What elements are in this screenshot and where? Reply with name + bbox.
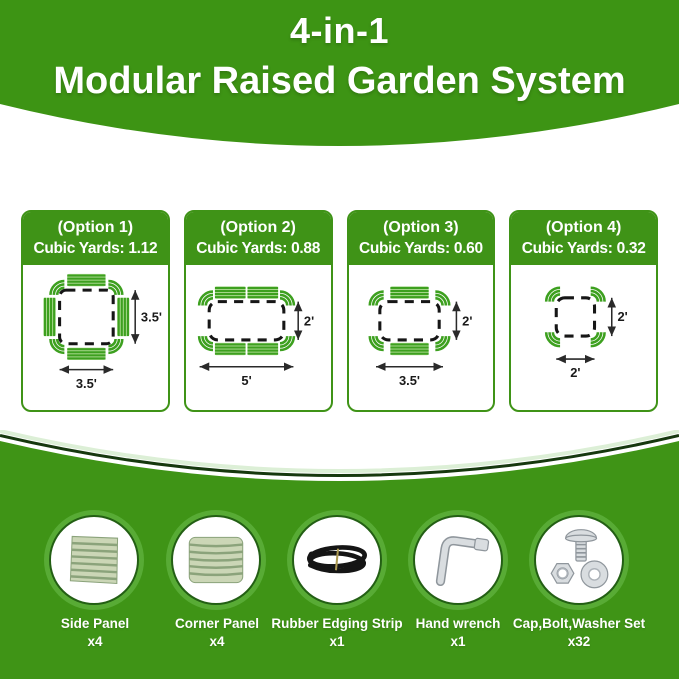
part-circle xyxy=(292,515,382,605)
part-circle xyxy=(534,515,624,605)
height-label: 2' xyxy=(617,308,627,323)
part-name: Cap,Bolt,Washer Set xyxy=(512,616,646,631)
parts-section: Side Panel x4 Corner Panel x4 xyxy=(0,430,679,679)
width-label: 5' xyxy=(242,372,252,387)
part-qty: x1 xyxy=(450,634,466,649)
option-cubic-yards: Cubic Yards: 1.12 xyxy=(33,240,158,257)
part-item: Cap,Bolt,Washer Set x32 xyxy=(507,615,651,651)
side-panels xyxy=(390,285,429,355)
corner-panel-icon xyxy=(188,536,244,584)
cap-bolt-washer-icon xyxy=(550,529,609,589)
option-header: (Option 3) Cubic Yards: 0.60 xyxy=(348,212,494,265)
banner-curve xyxy=(0,0,679,146)
hand-wrench-icon xyxy=(435,536,490,587)
part-name: Hand wrench xyxy=(415,616,501,631)
part-qty: x1 xyxy=(329,634,345,649)
option-body: 2' 3.5' xyxy=(349,265,494,410)
option-card-2: (Option 2) Cubic Yards: 0.88 xyxy=(183,210,333,412)
option-name: (Option 3) xyxy=(383,219,459,236)
washer xyxy=(580,560,609,589)
nut xyxy=(550,562,575,584)
option-name: (Option 4) xyxy=(545,219,622,236)
width-label: 3.5' xyxy=(399,372,420,387)
side-panel-icon xyxy=(69,535,119,585)
option-card-1: (Option 1) Cubic Yards: 1.12 xyxy=(21,210,170,412)
option-body: 2' 2' xyxy=(511,265,656,410)
part-qty: x4 xyxy=(209,634,225,649)
option-card-4: (Option 4) Cubic Yards: 0.32 2' 2' xyxy=(509,210,658,412)
option-body: 2' 5' xyxy=(186,265,331,410)
banner-title: 4-in-1 xyxy=(289,10,389,51)
bed-outline xyxy=(554,295,596,338)
part-circle xyxy=(49,515,139,605)
part-item: Side Panel x4 xyxy=(23,615,167,651)
part-name: Corner Panel xyxy=(174,616,260,631)
option-card-3: (Option 3) Cubic Yards: 0.60 xyxy=(346,210,496,412)
option-cubic-yards: Cubic Yards: 0.88 xyxy=(196,240,321,257)
part-circle xyxy=(413,515,503,605)
width-label: 3.5' xyxy=(76,375,97,390)
option-name: (Option 2) xyxy=(220,219,296,236)
part-circle xyxy=(171,515,261,605)
height-label: 2' xyxy=(304,313,314,328)
rubber-edging-strip-icon xyxy=(306,545,368,574)
height-label: 2' xyxy=(462,313,472,328)
option-cubic-yards: Cubic Yards: 0.60 xyxy=(358,240,483,257)
option-3-diagram: 2' 3.5' xyxy=(368,285,472,387)
part-name: Side Panel xyxy=(60,616,130,631)
part-name: Rubber Edging Strip xyxy=(271,616,403,631)
bolt xyxy=(565,529,598,562)
bed-outline xyxy=(207,299,286,341)
option-1-diagram: 3.5' 3.5' xyxy=(43,273,162,390)
option-name: (Option 1) xyxy=(57,219,134,236)
options-row: (Option 1) Cubic Yards: 1.12 xyxy=(21,210,658,412)
bed-outline xyxy=(378,299,441,341)
height-label: 3.5' xyxy=(141,309,162,324)
part-qty: x32 xyxy=(567,634,591,649)
option-header: (Option 2) Cubic Yards: 0.88 xyxy=(185,212,331,265)
part-item: Rubber Edging Strip x1 xyxy=(265,615,409,651)
option-body: 3.5' 3.5' xyxy=(23,265,168,410)
option-header: (Option 1) Cubic Yards: 1.12 xyxy=(23,212,168,265)
bed-outline xyxy=(58,288,116,345)
option-header: (Option 4) Cubic Yards: 0.32 xyxy=(511,212,656,265)
side-panels xyxy=(215,285,279,355)
width-label: 2' xyxy=(570,365,580,380)
part-item: Corner Panel x4 xyxy=(145,615,289,651)
option-cubic-yards: Cubic Yards: 0.32 xyxy=(521,240,646,257)
option-2-diagram: 2' 5' xyxy=(197,285,314,387)
part-qty: x4 xyxy=(87,634,103,649)
part-item: Hand wrench x1 xyxy=(386,615,530,651)
banner-subtitle: Modular Raised Garden System xyxy=(53,60,626,102)
option-4-diagram: 2' 2' xyxy=(544,285,627,380)
